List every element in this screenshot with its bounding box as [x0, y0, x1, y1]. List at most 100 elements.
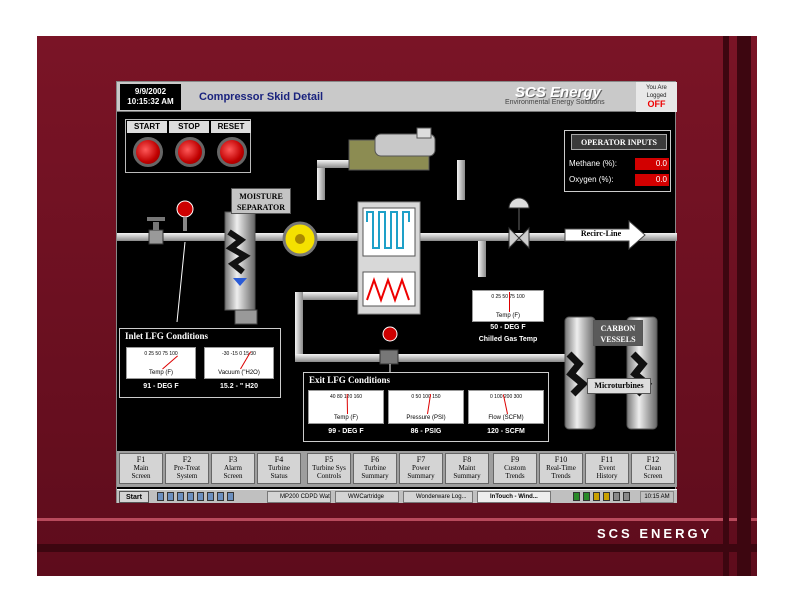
chilled-gas-value: 50 - DEG F [490, 324, 526, 331]
fkey-label-line1: Alarm [224, 464, 242, 472]
fkey-number: F7 [416, 455, 426, 464]
quicklaunch-icon[interactable] [167, 492, 174, 501]
reset-control[interactable]: RESET [210, 120, 252, 174]
valve-stem [153, 222, 159, 230]
gauge-ticks: 40 80 120 160 [330, 394, 362, 400]
water-drop-icon [233, 278, 247, 286]
valve-actuator [508, 197, 530, 209]
tray-icon[interactable] [583, 492, 590, 501]
start-button[interactable] [133, 137, 163, 167]
slide-stripe [37, 518, 757, 521]
gauge-ticks: 0 25 50 75 100 [491, 294, 525, 300]
taskbar-item[interactable]: Wonderware Log... [403, 491, 473, 503]
inlet-conditions-title: Inlet LFG Conditions [125, 331, 209, 341]
fkey-label-line2: Screen [131, 472, 151, 480]
taskbar-item[interactable]: WWCartridge [335, 491, 399, 503]
slide-vertical-stripe [723, 36, 729, 576]
gauge-label: Vacuum ("H2O) [218, 370, 260, 376]
start-label: START [127, 121, 167, 133]
recirc-valve-icon [508, 226, 530, 250]
blower-hub [295, 234, 305, 244]
fkey-number: F8 [462, 455, 472, 464]
quicklaunch-icon[interactable] [207, 492, 214, 501]
brand-logo: SCS Energy [515, 84, 601, 101]
fkey-number: F4 [274, 455, 284, 464]
compressor-cap [416, 127, 432, 139]
taskbar-clock[interactable]: 10:15 AM [640, 491, 674, 503]
quicklaunch-icon[interactable] [187, 492, 194, 501]
quicklaunch-icon[interactable] [157, 492, 164, 501]
fkey-label-line1: Main [133, 464, 149, 472]
quicklaunch-icon[interactable] [197, 492, 204, 501]
exit-temp-value: 99 - DEG F [328, 428, 364, 435]
gauge-ticks: 0 100 200 300 [490, 394, 522, 400]
start-control[interactable]: START [126, 120, 168, 174]
gauge-needle [509, 292, 510, 312]
fkey-number: F1 [136, 455, 146, 464]
transmitter-icon [382, 326, 398, 342]
tray-icon[interactable] [573, 492, 580, 501]
taskbar-item[interactable]: InTouch - Wind... [477, 491, 551, 503]
fkey-number: F11 [600, 455, 614, 464]
oxygen-label: Oxygen (%): [569, 175, 614, 184]
fkey-number: F3 [228, 455, 238, 464]
microturbines-label[interactable]: Microturbines [587, 378, 651, 394]
tray-icon[interactable] [623, 492, 630, 501]
tray-icon[interactable] [593, 492, 600, 501]
presentation-slide: SCS ENERGY 9/9/2002 10:15:32 AM Compress… [37, 36, 757, 576]
carbon-bed [566, 351, 589, 397]
methane-row: Methane (%): 0.0 [569, 158, 669, 170]
quicklaunch-icon[interactable] [217, 492, 224, 501]
quicklaunch-icon[interactable] [177, 492, 184, 501]
exit-pressure-value: 86 - PSIG [410, 428, 442, 435]
login-status[interactable]: You Are Logged OFF [636, 82, 677, 112]
fkey-label-line1: Custom [504, 464, 526, 472]
exit-flow-value: 120 - SCFM [487, 428, 525, 435]
brand-tagline: Environmental Energy Solutions [505, 99, 605, 106]
fkey-label-line2: Trends [551, 472, 571, 480]
pipe-segment [478, 241, 486, 277]
compressor-motor [374, 133, 436, 157]
page-title: Compressor Skid Detail [199, 91, 324, 103]
oxygen-input[interactable]: 0.0 [635, 174, 669, 186]
actuator-stem [518, 208, 520, 230]
stop-control[interactable]: STOP [168, 120, 210, 174]
recirc-arrow [564, 219, 646, 251]
methane-input[interactable]: 0.0 [635, 158, 669, 170]
time-text: 10:15:32 AM [127, 97, 174, 106]
reset-button[interactable] [217, 137, 247, 167]
tray-icon[interactable] [603, 492, 610, 501]
speaker-icon[interactable] [613, 492, 620, 501]
quicklaunch-icon[interactable] [227, 492, 234, 501]
chilled-gas-gauge: 0 25 50 75 100 Temp (F) [472, 290, 544, 322]
taskbar-item[interactable]: MP200 CDPD Wat... [267, 491, 331, 503]
stop-button[interactable] [175, 137, 205, 167]
pipe-segment [295, 292, 405, 300]
fkey-label-line1: Maint [458, 464, 476, 472]
transmitter-icon [176, 200, 194, 218]
fkey-label-line1: Real-Time [546, 464, 576, 472]
separator-baffle [225, 229, 251, 275]
pipe-segment [295, 292, 303, 360]
start-button[interactable]: Start [119, 491, 149, 503]
fkey-number: F6 [370, 455, 380, 464]
exit-pressure-gauge: 0 50 100 150 Pressure (PSI) [388, 390, 464, 424]
leader-line [176, 241, 186, 323]
fkey-label-line2: Status [270, 472, 288, 480]
inlet-conditions-panel: Inlet LFG Conditions 0 25 50 75 100 Temp… [119, 328, 281, 398]
chilled-gas-caption: Chilled Gas Temp [478, 336, 538, 343]
fkey-number: F10 [554, 455, 568, 464]
